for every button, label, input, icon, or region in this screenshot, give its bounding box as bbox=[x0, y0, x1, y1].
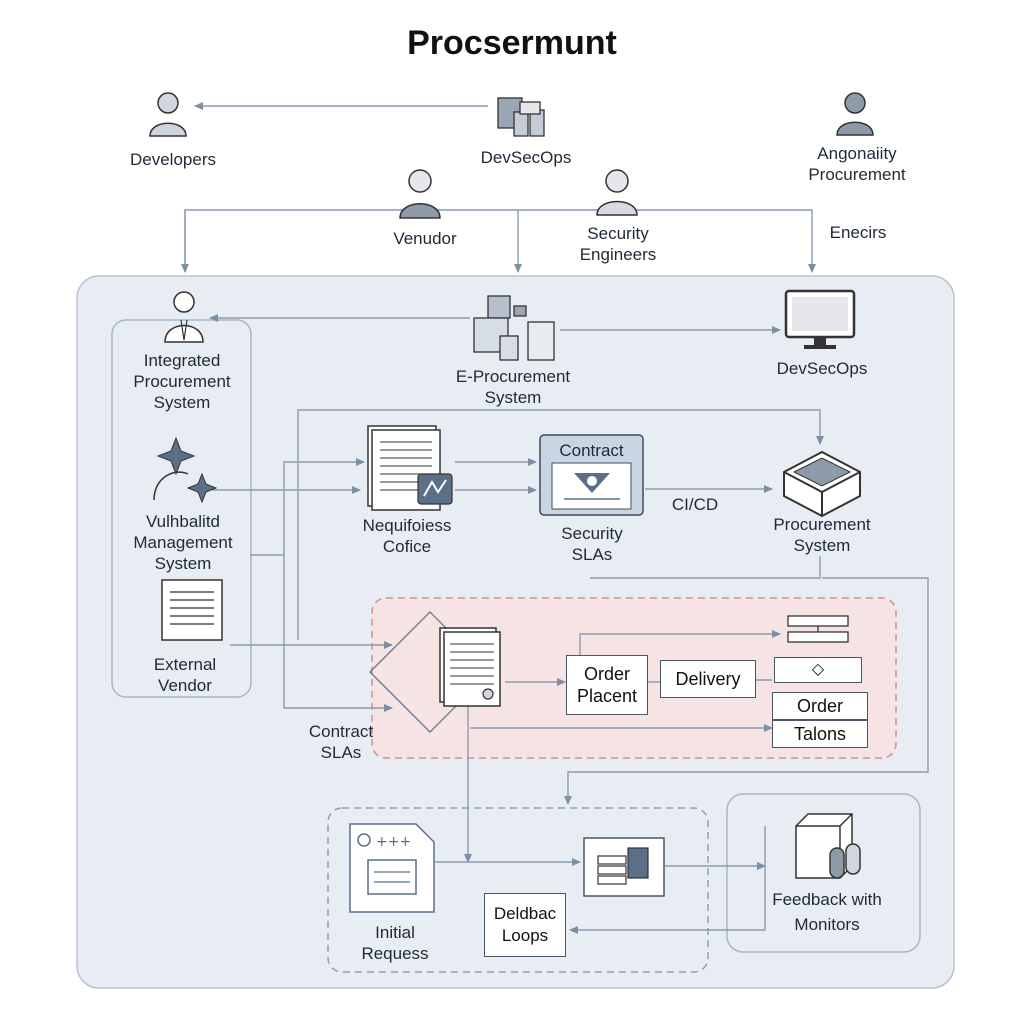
devsecops-top-label: DevSecOps bbox=[480, 148, 572, 167]
document-stack-icon bbox=[367, 425, 453, 511]
person-icon bbox=[399, 169, 441, 219]
box-icon bbox=[783, 450, 861, 518]
deldbac-line1: Deldbac bbox=[493, 904, 557, 923]
order-placent-line1: Order bbox=[583, 664, 630, 684]
person-icon bbox=[164, 291, 204, 343]
order-placent-line2: Placent bbox=[576, 686, 638, 706]
cicd-label: CI/CD bbox=[671, 495, 719, 514]
svg-text:+++: +++ bbox=[376, 834, 411, 850]
stack-icon bbox=[597, 847, 649, 885]
request-document-icon: +++ bbox=[349, 823, 435, 913]
order-box[interactable]: Order bbox=[772, 692, 868, 720]
order-document-icon bbox=[369, 611, 501, 733]
person-icon bbox=[149, 92, 187, 137]
contract-card-title: Contract bbox=[559, 441, 624, 460]
person-icon bbox=[836, 92, 874, 136]
server-cluster-icon bbox=[497, 97, 545, 137]
page-title: Procsermunt bbox=[407, 24, 617, 62]
bottom-zone bbox=[327, 807, 709, 973]
flow-stack-icon bbox=[787, 615, 849, 643]
delivery-box[interactable]: Delivery bbox=[660, 660, 756, 698]
diamond-box: ◇ bbox=[774, 657, 862, 683]
server-cluster-icon bbox=[473, 295, 555, 361]
developers-label: Developers bbox=[130, 150, 216, 169]
contract-card bbox=[539, 434, 644, 516]
enecirs-label: Enecirs bbox=[829, 223, 887, 242]
feedback-zone bbox=[726, 793, 921, 953]
monitor-icon bbox=[784, 289, 856, 349]
venudor-label: Venudor bbox=[393, 229, 457, 248]
feedback-server-icon bbox=[795, 813, 861, 879]
person-icon bbox=[596, 169, 638, 216]
devsecops-system-label: DevSecOps bbox=[776, 359, 868, 378]
vulnerability-icon bbox=[153, 436, 218, 504]
talons-box[interactable]: Talons bbox=[772, 720, 868, 748]
document-icon bbox=[161, 579, 223, 641]
order-placent-box[interactable]: Order Placent bbox=[566, 655, 648, 715]
deldbac-line2: Loops bbox=[501, 926, 549, 945]
deldbac-loops-box[interactable]: Deldbac Loops bbox=[484, 893, 566, 957]
process-box bbox=[583, 837, 665, 897]
